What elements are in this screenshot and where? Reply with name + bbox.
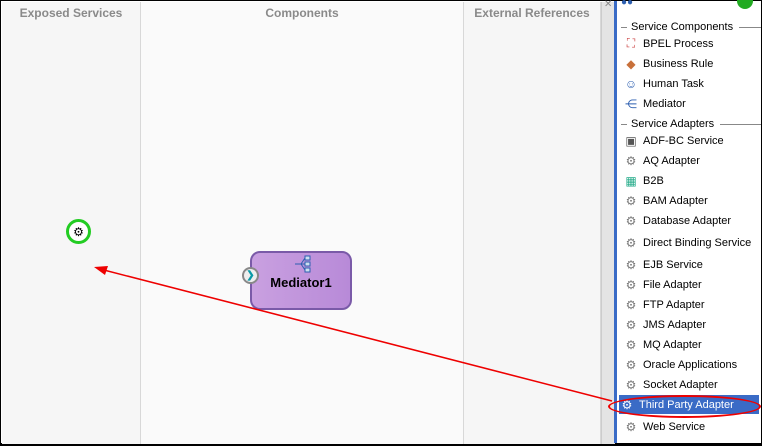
socket-adapter-icon: ⚙ bbox=[625, 377, 637, 392]
palette-item-mediator[interactable]: ⋲ Mediator bbox=[623, 94, 759, 113]
adf-bc-icon: ▣ bbox=[625, 133, 637, 148]
go-icon[interactable] bbox=[737, 0, 753, 9]
bam-adapter-icon: ⚙ bbox=[625, 193, 637, 208]
mediator-label: Mediator1 bbox=[270, 275, 332, 290]
palette-item-mq-adapter[interactable]: ⚙ MQ Adapter bbox=[623, 335, 759, 354]
palette-item-label: File Adapter bbox=[643, 278, 702, 291]
palette-item-file-adapter[interactable]: ⚙ File Adapter bbox=[623, 275, 759, 294]
mq-adapter-icon: ⚙ bbox=[625, 337, 637, 352]
web-service-icon: ⚙ bbox=[625, 419, 637, 434]
drop-target-adapter-icon[interactable]: ⚙ bbox=[66, 219, 91, 244]
palette-item-adf-bc-service[interactable]: ▣ ADF-BC Service bbox=[623, 131, 759, 150]
aq-adapter-icon: ⚙ bbox=[625, 153, 637, 168]
close-icon[interactable]: ✕ bbox=[604, 0, 613, 10]
palette-item-label: EJB Service bbox=[643, 258, 703, 271]
palette-item-label: Mediator bbox=[643, 97, 686, 110]
palette-item-label: FTP Adapter bbox=[643, 298, 705, 311]
direct-binding-service-icon: ⚙ bbox=[625, 235, 637, 250]
section-service-adapters[interactable]: Service Adapters bbox=[621, 117, 761, 131]
palette-item-socket-adapter[interactable]: ⚙ Socket Adapter bbox=[623, 375, 759, 394]
palette-item-aq-adapter[interactable]: ⚙ AQ Adapter bbox=[623, 151, 759, 170]
palette-item-bam-adapter[interactable]: ⚙ BAM Adapter bbox=[623, 191, 759, 210]
database-adapter-icon: ⚙ bbox=[625, 213, 637, 228]
palette-item-bpel-process[interactable]: ⛶ BPEL Process bbox=[623, 34, 759, 53]
palette-item-label: B2B bbox=[643, 174, 664, 187]
lane-title: External References bbox=[474, 6, 590, 20]
jms-adapter-icon: ⚙ bbox=[625, 317, 637, 332]
lane-title: Components bbox=[265, 6, 339, 20]
panel-splitter[interactable]: ✕ bbox=[601, 0, 615, 444]
file-adapter-icon: ⚙ bbox=[625, 277, 637, 292]
external-references-lane[interactable]: External References bbox=[464, 2, 601, 444]
highlight-annotation bbox=[608, 395, 761, 418]
palette-item-label: BAM Adapter bbox=[643, 194, 708, 207]
palette-item-ejb-service[interactable]: ⚙ EJB Service bbox=[623, 255, 759, 274]
palette-item-label: Web Service bbox=[643, 420, 706, 433]
palette-item-database-adapter[interactable]: ⚙ Database Adapter bbox=[623, 211, 759, 230]
lane-title: Exposed Services bbox=[19, 6, 123, 20]
palette-item-label: AQ Adapter bbox=[643, 154, 700, 167]
ftp-adapter-icon: ⚙ bbox=[625, 297, 637, 312]
palette-item-human-task[interactable]: ☺ Human Task bbox=[623, 74, 759, 93]
palette-item-label: Direct Binding Service bbox=[643, 236, 752, 249]
palette-item-b2b[interactable]: ▦ B2B bbox=[623, 171, 759, 190]
palette-item-web-service[interactable]: ⚙ Web Service bbox=[623, 417, 759, 436]
palette-item-jms-adapter[interactable]: ⚙ JMS Adapter bbox=[623, 315, 759, 334]
bpel-icon: ⛶ bbox=[626, 36, 636, 50]
human-task-icon: ☺ bbox=[624, 76, 638, 91]
mediator-icon: ⋲ bbox=[625, 96, 637, 111]
palette-item-label: MQ Adapter bbox=[643, 338, 702, 351]
ejb-service-icon: ⚙ bbox=[625, 257, 637, 272]
binoculars-icon[interactable]: ●● bbox=[621, 0, 634, 8]
palette-item-label: Socket Adapter bbox=[643, 378, 718, 391]
palette-item-direct-binding-service[interactable]: ⚙ Direct Binding Service bbox=[623, 233, 759, 252]
mediator-icon bbox=[295, 255, 311, 273]
business-rule-icon: ◆ bbox=[626, 56, 636, 71]
components-lane[interactable]: Components bbox=[141, 2, 464, 444]
section-service-components[interactable]: Service Components bbox=[621, 20, 761, 34]
palette-item-label: Oracle Applications bbox=[643, 358, 738, 371]
palette-item-oracle-applications[interactable]: ⚙ Oracle Applications bbox=[623, 355, 759, 374]
palette-item-label: JMS Adapter bbox=[643, 318, 706, 331]
palette-item-label: Human Task bbox=[643, 77, 704, 90]
palette-item-business-rule[interactable]: ◆ Business Rule bbox=[623, 54, 759, 73]
b2b-icon: ▦ bbox=[625, 173, 637, 188]
section-label: Service Components bbox=[631, 21, 734, 33]
palette-item-label: BPEL Process bbox=[643, 37, 714, 50]
mediator-component[interactable]: Mediator1 bbox=[250, 251, 352, 310]
component-palette: ●● Service Components ⛶ BPEL Process ◆ Busi… bbox=[614, 0, 761, 443]
palette-item-label: Business Rule bbox=[643, 57, 714, 70]
palette-item-label: Database Adapter bbox=[643, 214, 732, 227]
palette-item-ftp-adapter[interactable]: ⚙ FTP Adapter bbox=[623, 295, 759, 314]
palette-item-label: ADF-BC Service bbox=[643, 134, 724, 147]
section-label: Service Adapters bbox=[631, 118, 715, 130]
oracle-applications-icon: ⚙ bbox=[625, 357, 637, 372]
mediator-service-port[interactable]: ❯ bbox=[242, 267, 259, 284]
